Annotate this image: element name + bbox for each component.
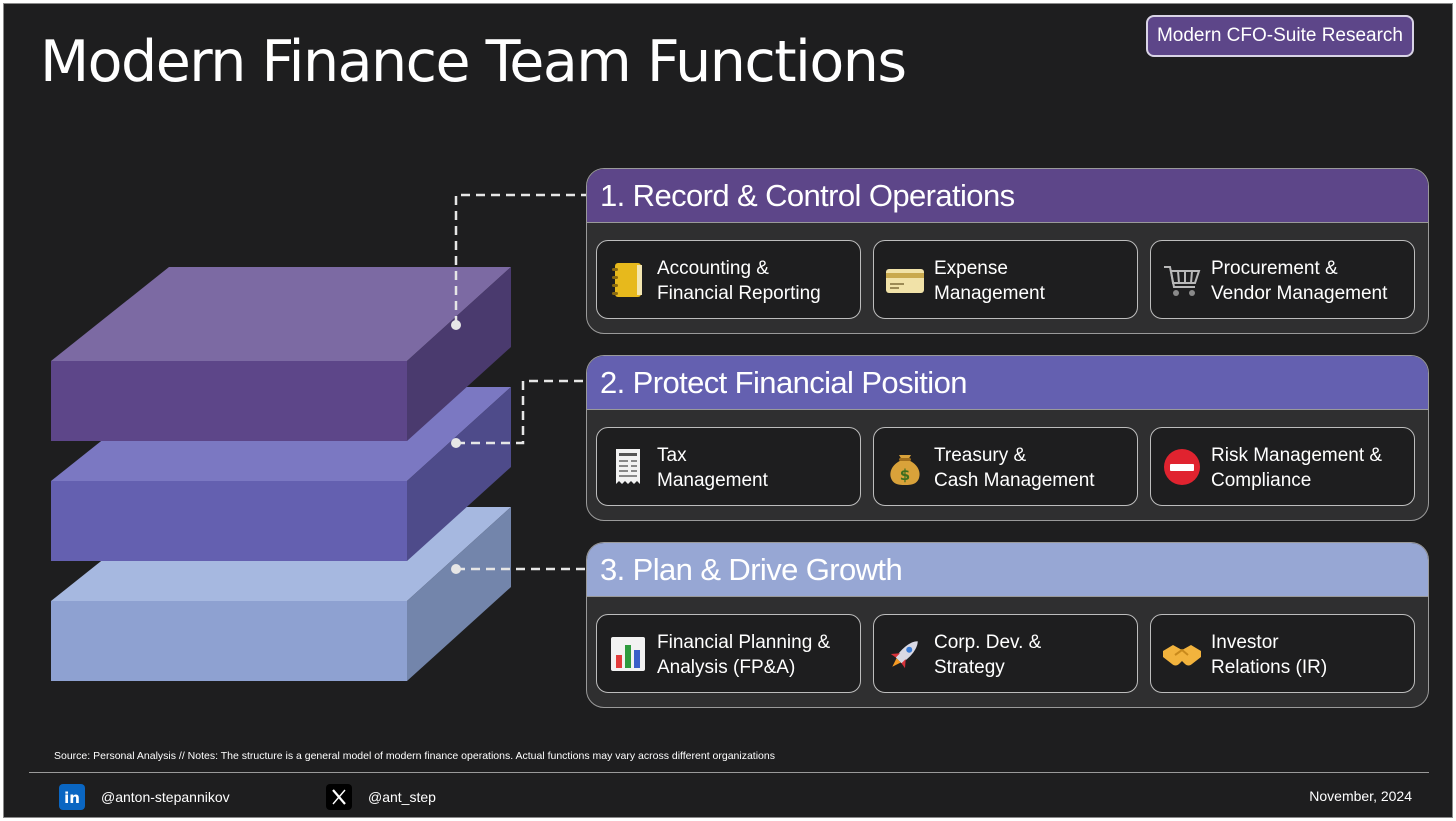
- connector-dot-1: [451, 320, 461, 330]
- date-label: November, 2024: [1309, 788, 1412, 804]
- research-badge: Modern CFO-Suite Research: [1146, 15, 1414, 57]
- card-label-line1: Procurement &: [1211, 258, 1338, 279]
- layer-top: [51, 267, 511, 441]
- money-bag-icon: $: [890, 455, 920, 485]
- card-label-line2: Vendor Management: [1211, 283, 1388, 304]
- card-label-line1: Financial Planning &: [657, 632, 831, 653]
- linkedin-icon: in: [59, 784, 85, 810]
- card-label-line2: Relations (IR): [1211, 657, 1328, 678]
- card-label-line1: Expense: [934, 258, 1008, 279]
- card-label-line1: Accounting &: [657, 258, 769, 279]
- credit-card-icon: [886, 269, 924, 293]
- connector-line-1: [454, 193, 586, 325]
- no-entry-icon: [1164, 449, 1200, 485]
- card-label-line2: Financial Reporting: [657, 283, 821, 304]
- card-treasury: $ Treasury & Cash Management: [873, 427, 1138, 506]
- card-risk: Risk Management & Compliance: [1150, 427, 1415, 506]
- linkedin-handle[interactable]: in @anton-stepannikov: [59, 784, 230, 810]
- handshake-icon: [1163, 645, 1201, 666]
- section-plan-growth: 3. Plan & Drive Growth Financial Plannin…: [586, 542, 1429, 708]
- x-handle[interactable]: @ant_step: [326, 784, 436, 810]
- page-title: Modern Finance Team Functions: [40, 29, 907, 95]
- card-accounting: Accounting & Financial Reporting: [596, 240, 861, 319]
- section-heading: 3. Plan & Drive Growth: [587, 543, 1428, 597]
- shopping-cart-icon: [1164, 266, 1201, 296]
- card-label-line1: Risk Management &: [1211, 445, 1383, 466]
- bar-chart-icon: [611, 637, 645, 671]
- source-note: Source: Personal Analysis // Notes: The …: [54, 750, 775, 762]
- layer-bottom-side-face: [407, 507, 511, 681]
- section-heading: 1. Record & Control Operations: [587, 169, 1428, 223]
- svg-text:in: in: [64, 789, 80, 807]
- layer-top-front-face: [51, 361, 407, 441]
- ledger-icon: [612, 263, 642, 297]
- layer-top-side-face: [407, 267, 511, 441]
- card-label-line2: Strategy: [934, 657, 1005, 678]
- layer-middle-front-face: [51, 481, 407, 561]
- card-label-line1: Corp. Dev. &: [934, 632, 1042, 653]
- linkedin-handle-text: @anton-stepannikov: [101, 789, 230, 805]
- card-fpa: Financial Planning & Analysis (FP&A): [596, 614, 861, 693]
- layer-stack-diagram: [51, 193, 586, 681]
- connector-dot-3: [451, 564, 461, 574]
- rocket-icon: [890, 641, 918, 669]
- receipt-icon: [616, 449, 640, 484]
- svg-text:$: $: [900, 466, 910, 484]
- card-label-line2: Compliance: [1211, 470, 1312, 491]
- section-heading: 2. Protect Financial Position: [587, 356, 1428, 410]
- card-label-line1: Tax: [657, 445, 687, 466]
- layer-bottom-front-face: [51, 601, 407, 681]
- card-label-line1: Treasury &: [934, 445, 1027, 466]
- card-corp-dev: Corp. Dev. & Strategy: [873, 614, 1138, 693]
- layer-top-top-face: [51, 267, 511, 361]
- research-badge-label: Modern CFO-Suite Research: [1156, 25, 1404, 46]
- section-record-control: 1. Record & Control Operations Accountin…: [586, 168, 1429, 334]
- card-label-line1: Investor: [1211, 632, 1279, 653]
- card-label-line2: Management: [934, 283, 1045, 304]
- card-label-line2: Analysis (FP&A): [657, 657, 796, 678]
- connector-line-2: [456, 379, 586, 445]
- connector-dot-2: [451, 438, 461, 448]
- layer-middle-side-face: [407, 387, 511, 561]
- card-label-line2: Cash Management: [934, 470, 1095, 491]
- card-procurement: Procurement & Vendor Management: [1150, 240, 1415, 319]
- card-label-line2: Management: [657, 470, 768, 491]
- x-logo-icon: [326, 784, 352, 810]
- footer-divider: [29, 772, 1429, 773]
- x-handle-text: @ant_step: [368, 789, 436, 805]
- slide: Modern Finance Team Functions Modern CFO…: [3, 3, 1453, 818]
